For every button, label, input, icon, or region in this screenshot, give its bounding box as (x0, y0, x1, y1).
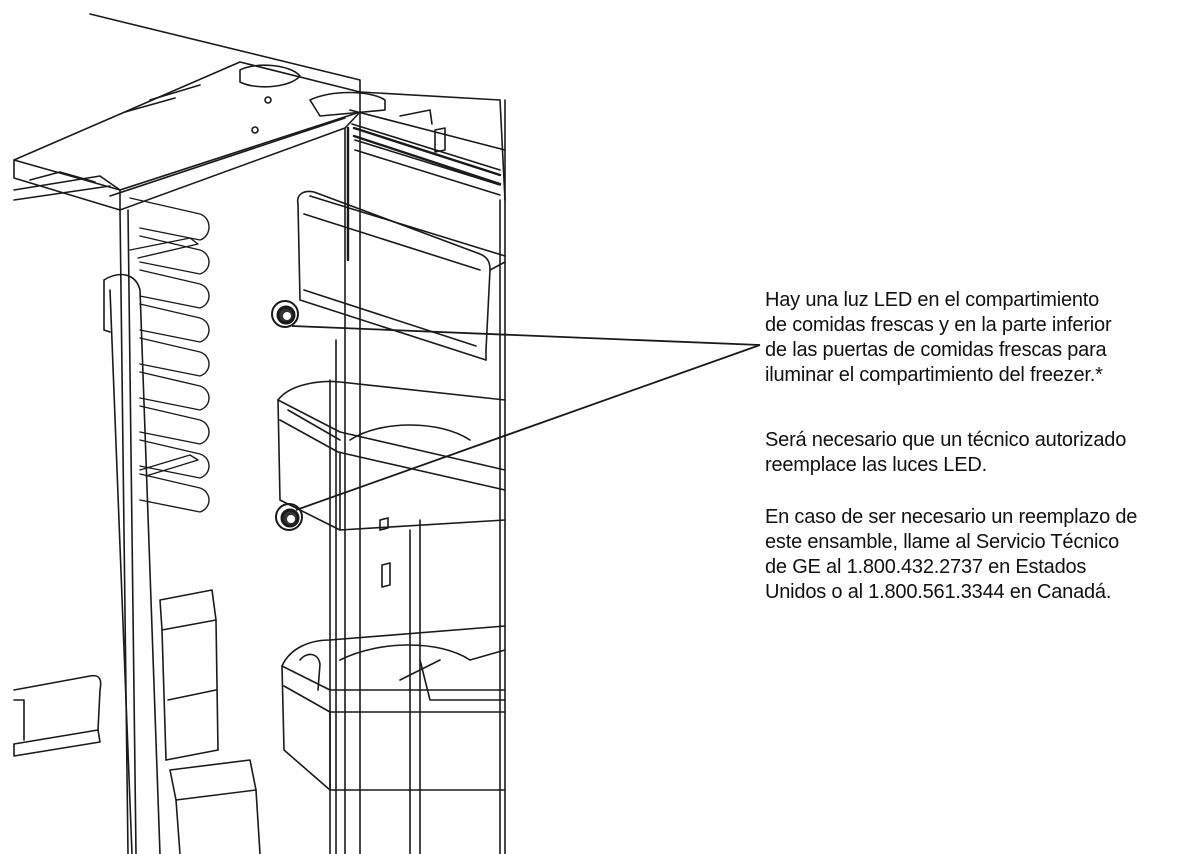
evaporator-coil (129, 197, 210, 513)
led-light-icon (271, 300, 299, 328)
leader-line-lower (295, 344, 761, 511)
left-door-edge (103, 273, 161, 854)
left-door-bin (13, 674, 102, 757)
bin-clips (379, 517, 391, 588)
callout-leader-lines (291, 325, 761, 511)
led-light-icon (275, 503, 303, 531)
door-gasket (346, 126, 502, 262)
door-hinge (309, 91, 506, 201)
cabinet-top (13, 13, 361, 211)
left-frame (13, 171, 137, 854)
lower-left-drawer (159, 589, 261, 854)
service-contact-info: En caso de ser necesario un reemplazo de… (765, 506, 1138, 603)
upper-door-bin (296, 190, 506, 361)
lower-door-bin (281, 625, 506, 791)
leader-line-upper (291, 325, 761, 346)
led-location-description: Hay una luz LED en el compartimiento de … (765, 289, 1112, 386)
middle-door-bin (277, 380, 506, 531)
right-door-panel (409, 99, 506, 854)
authorized-technician-note: Será necesario que un técnico autorizado… (765, 429, 1127, 476)
